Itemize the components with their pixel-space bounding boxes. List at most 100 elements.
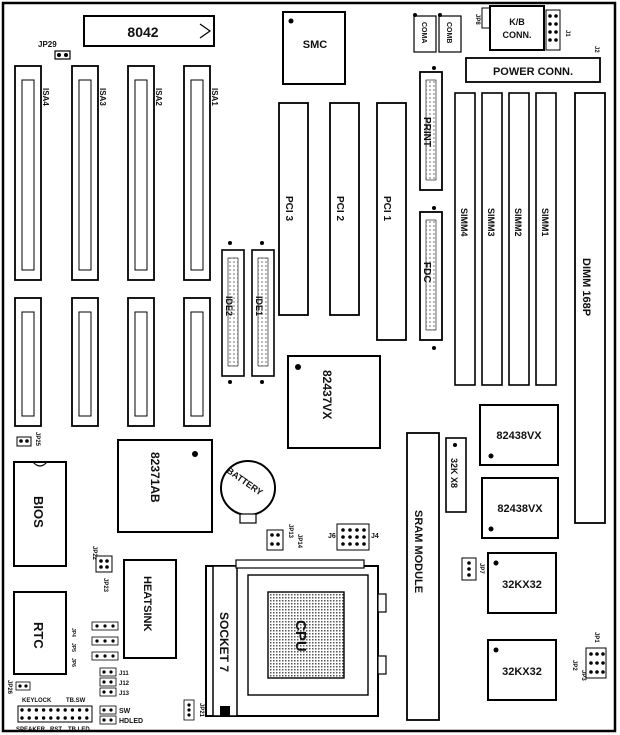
keylock-label: KEYLOCK <box>22 698 52 704</box>
chip-82437vx-label: 82437VX <box>320 370 334 419</box>
keyboard-connector: JP8 K/B CONN. J1 J2 <box>474 5 599 53</box>
ide1-label: IDE1 <box>254 296 264 316</box>
simm-slots: SIMM4 SIMM3 SIMM2 SIMM1 <box>454 92 557 386</box>
jp7-label: JP7 <box>478 563 484 574</box>
j1-label: J1 <box>564 30 570 37</box>
turbo-led-label: TB.LED <box>68 727 90 733</box>
jp26-label: JP26 <box>6 680 12 695</box>
bios-chip: BIOS <box>13 461 67 567</box>
simm4-label: SIMM4 <box>459 208 469 237</box>
comb-label: COMB <box>445 22 452 43</box>
isa2-label: ISA2 <box>154 88 163 106</box>
cpu-label: CPU <box>292 620 309 652</box>
simm2-label: SIMM2 <box>513 208 523 237</box>
pci1-slot <box>376 102 407 341</box>
socket7: SOCKET 7 CPU <box>205 559 387 717</box>
sw-hdled-headers: SW HDLED <box>99 705 143 725</box>
ide-headers: IDE2 IDE1 <box>221 241 275 384</box>
jumpers-jp1-jp3: JP1 JP2 JP3 <box>571 632 607 681</box>
jumper-jp25: JP25 <box>16 432 40 447</box>
print-label: PRINT <box>421 117 432 147</box>
jumpers-jp4-jp6: JP4 JP5 JP6 <box>70 621 119 667</box>
smc-label: SMC <box>303 39 328 51</box>
print-fdc-headers: PRINT FDC <box>419 66 443 350</box>
jp29-label: JP29 <box>38 40 57 49</box>
speaker-label: SPEAKER <box>16 727 46 733</box>
jp1-label: JP1 <box>593 632 599 643</box>
fdc-label: FDC <box>421 262 432 283</box>
chip-32kx32-bottom-label: 32KX32 <box>502 666 542 678</box>
chip-82438vx-bottom-label: 82438VX <box>497 503 543 515</box>
simm3-slot <box>481 92 503 386</box>
data-path-82438vx-bottom: 82438VX <box>481 477 559 539</box>
j2-label: J2 <box>593 46 599 53</box>
cache-ram-32kx32-top: 32KX32 <box>487 552 557 614</box>
pci1-label: PCI 1 <box>381 196 392 221</box>
jp2-label: JP2 <box>571 660 577 671</box>
front-panel-header: KEYLOCK TB.SW SPEAKER RST TB.LED <box>16 698 93 733</box>
isa1-label: ISA1 <box>210 88 219 106</box>
jp8-label: JP8 <box>474 14 480 25</box>
simm1-label: SIMM1 <box>540 208 550 237</box>
dimm-label: DIMM 168P <box>580 258 592 316</box>
pci2-slot <box>329 102 360 316</box>
hdled-label: HDLED <box>119 718 143 725</box>
reset-label: RST <box>50 727 62 733</box>
isa3-label: ISA3 <box>98 88 107 106</box>
dimm-slot: DIMM 168P <box>574 92 606 524</box>
jp23-label: JP23 <box>102 578 108 593</box>
power-conn-label: POWER CONN. <box>493 66 573 78</box>
southbridge-82371ab: 82371AB <box>117 439 213 533</box>
jumpers-j6-j4: J6 J4 <box>328 523 379 551</box>
smc-chip: SMC <box>282 11 346 85</box>
simm3-label: SIMM3 <box>486 208 496 237</box>
jp4-label: JP4 <box>70 628 76 637</box>
simm2-slot <box>508 92 530 386</box>
j4-label: J4 <box>371 533 379 540</box>
socket7-label: SOCKET 7 <box>217 612 231 672</box>
coma-label: COMA <box>420 22 427 43</box>
jp25-label: JP25 <box>34 432 40 447</box>
sw-label: SW <box>119 708 131 715</box>
j13-label: J13 <box>119 691 130 697</box>
jp5-label: JP5 <box>70 643 76 652</box>
j12-label: J12 <box>119 681 130 687</box>
rtc-label: RTC <box>31 622 46 649</box>
sram-module-slot: SRAM MODULE <box>406 432 440 721</box>
jp3-label: JP3 <box>580 670 586 681</box>
kb-conn-label-2: CONN. <box>503 30 532 40</box>
jp6-label: JP6 <box>70 658 76 667</box>
chip-82438vx-top-label: 82438VX <box>496 430 542 442</box>
bios-label: BIOS <box>31 496 46 528</box>
jp22-label: JP22 <box>91 546 97 561</box>
chip-32kx32-top-label: 32KX32 <box>502 579 542 591</box>
jumpers-jp13-jp14: JP13 JP14 <box>266 524 302 551</box>
pci3-label: PCI 3 <box>283 196 294 221</box>
cache-ram-32kx32-bottom: 32KX32 <box>487 639 557 701</box>
turbo-switch-label: TB.SW <box>66 698 86 704</box>
northbridge-82437vx: 82437VX <box>287 355 381 449</box>
rtc-chip: RTC <box>13 591 67 675</box>
jumpers-j11-j13: J11 J12 J13 <box>99 667 130 697</box>
simm1-slot <box>535 92 557 386</box>
ide2-label: IDE2 <box>224 296 234 316</box>
power-connector: POWER CONN. <box>465 57 601 83</box>
chip-82371ab-label: 82371AB <box>148 452 162 503</box>
pci3-slot <box>278 102 309 316</box>
sram-module-label: SRAM MODULE <box>412 510 424 593</box>
j6-label: J6 <box>328 533 336 540</box>
jp13-label: JP13 <box>287 524 293 539</box>
jumper-jp7: JP7 <box>461 557 484 581</box>
com-ports: COMA COMB <box>413 13 462 53</box>
simm4-slot <box>454 92 476 386</box>
keyboard-controller-8042: 8042 <box>83 15 215 47</box>
chip-8042-label: 8042 <box>127 24 158 40</box>
heatsink: HEATSINK <box>123 559 177 659</box>
pci2-label: PCI 2 <box>334 196 345 221</box>
pci-slots: PCI 3 PCI 2 PCI 1 <box>278 102 407 341</box>
jumpers-jp22-jp23: JP22 JP23 <box>91 546 113 593</box>
chip-32kx8-label: 32K X8 <box>449 458 459 488</box>
jp14-label: JP14 <box>296 534 302 549</box>
